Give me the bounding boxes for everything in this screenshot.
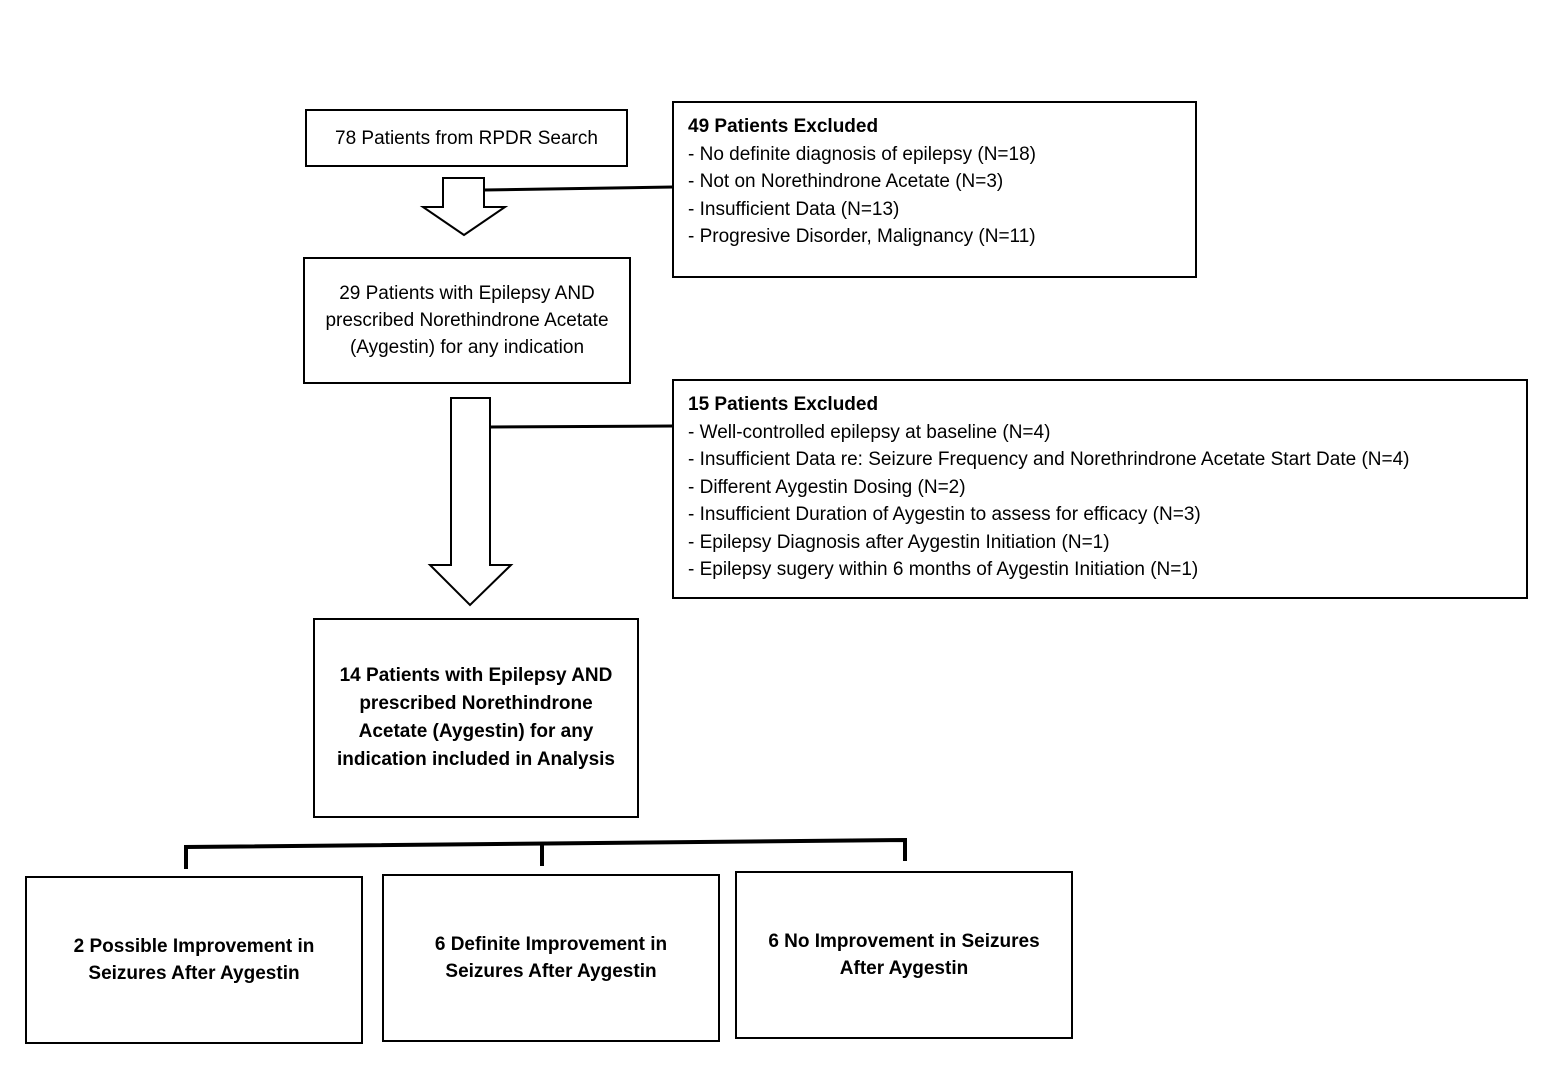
exclusion-reason: - Progresive Disorder, Malignancy (N=11) [688, 226, 1036, 247]
outcome-bracket [184, 837, 907, 869]
exclusion-reason: - Insufficient Data (N=13) [688, 198, 900, 220]
node-outcome-definite-text: 6 Definite Improvement in Seizures After… [434, 934, 668, 982]
node-outcome-definite: 6 Definite Improvement in Seizures After… [382, 874, 720, 1042]
down-arrow-1 [419, 177, 509, 237]
node-analysis-14-text: 14 Patients with Epilepsy AND prescribed… [336, 665, 615, 770]
node-excluded-15: 15 Patients Excluded - Well-controlled e… [672, 379, 1528, 599]
node-excluded-49-title: 49 Patients Excluded [688, 116, 879, 137]
exclusion-reason: - Different Aygestin Dosing (N=2) [688, 476, 966, 498]
exclusion-reason: - No definite diagnosis of epilepsy (N=1… [688, 143, 1036, 165]
exclusion-reason: - Insufficient Data re: Seizure Frequenc… [688, 449, 1410, 470]
node-analysis-14: 14 Patients with Epilepsy AND prescribed… [313, 618, 639, 818]
exclusion-reason: - Insufficient Duration of Aygestin to a… [688, 504, 1201, 525]
node-outcome-none: 6 No Improvement in Seizures After Ayges… [735, 871, 1073, 1039]
exclusion-connector-1 [483, 185, 674, 192]
node-excluded-15-title: 15 Patients Excluded [688, 394, 879, 415]
exclusion-reason: - Well-controlled epilepsy at baseline (… [688, 421, 1051, 443]
node-eligible-29-text: 29 Patients with Epilepsy AND prescribed… [325, 283, 609, 358]
node-outcome-possible: 2 Possible Improvement in Seizures After… [25, 876, 363, 1044]
exclusion-reason: - Epilepsy Diagnosis after Aygestin Init… [688, 531, 1110, 553]
node-rpdr-search-text: 78 Patients from RPDR Search [335, 127, 598, 149]
exclusion-reason: - Not on Norethindrone Acetate (N=3) [688, 171, 1004, 192]
node-excluded-49: 49 Patients Excluded - No definite diagn… [672, 101, 1197, 278]
exclusion-connector-2 [489, 424, 674, 429]
node-outcome-possible-text: 2 Possible Improvement in Seizures After… [73, 936, 315, 984]
down-arrow-2 [427, 397, 514, 607]
node-rpdr-search: 78 Patients from RPDR Search [305, 109, 628, 167]
node-eligible-29: 29 Patients with Epilepsy AND prescribed… [303, 257, 631, 384]
exclusion-reason: - Epilepsy sugery within 6 months of Ayg… [688, 559, 1199, 580]
node-outcome-none-text: 6 No Improvement in Seizures After Ayges… [768, 931, 1040, 979]
